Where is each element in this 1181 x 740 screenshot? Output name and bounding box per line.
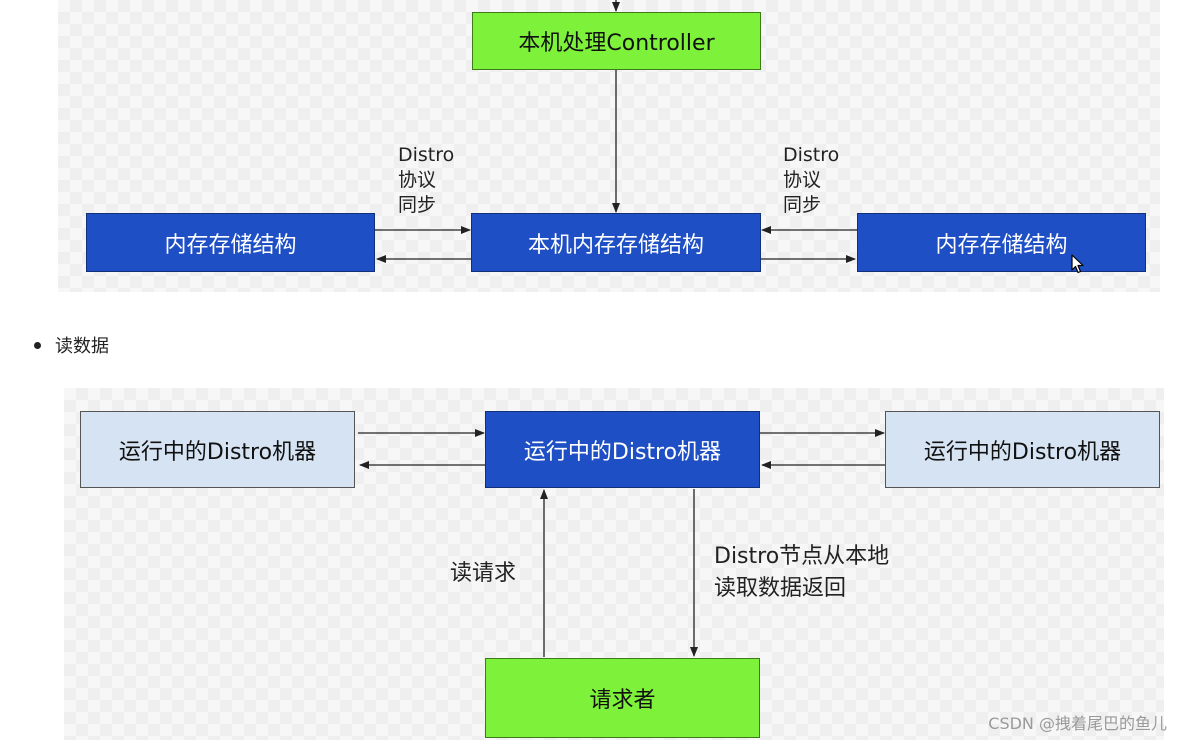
bullet-item: 读数据 [34,332,109,358]
left-sync-line-3: 同步 [398,194,437,216]
left-sync-line-1: Distro [398,144,455,166]
left-distro-node: 运行中的Distro机器 [80,411,355,488]
left-sync-line-2: 协议 [398,169,437,191]
requester-box: 请求者 [485,658,760,738]
right-sync-line-1: Distro [783,144,840,166]
return-data-line-1: Distro节点从本地 [714,544,890,569]
right-memory-box: 内存存储结构 [857,213,1146,272]
read-request-label: 读请求 [450,561,517,586]
return-data-label: Distro节点从本地 读取数据返回 [714,541,889,605]
bullet-dot [34,341,41,349]
return-data-line-2: 读取数据返回 [714,576,847,601]
mouse-pointer-icon [1071,254,1084,274]
right-sync-line-2: 协议 [783,169,822,191]
left-sync-label: Distro 协议 同步 [398,143,454,218]
local-memory-box: 本机内存存储结构 [471,213,761,272]
bullet-text: 读数据 [55,336,109,357]
right-sync-label: Distro 协议 同步 [783,143,839,218]
controller-box: 本机处理Controller [472,12,761,70]
watermark: CSDN @拽着尾巴的鱼儿 [988,714,1167,733]
left-memory-box: 内存存储结构 [86,213,375,272]
right-distro-node: 运行中的Distro机器 [885,411,1160,488]
center-distro-node: 运行中的Distro机器 [485,411,760,488]
right-sync-line-3: 同步 [783,194,822,216]
